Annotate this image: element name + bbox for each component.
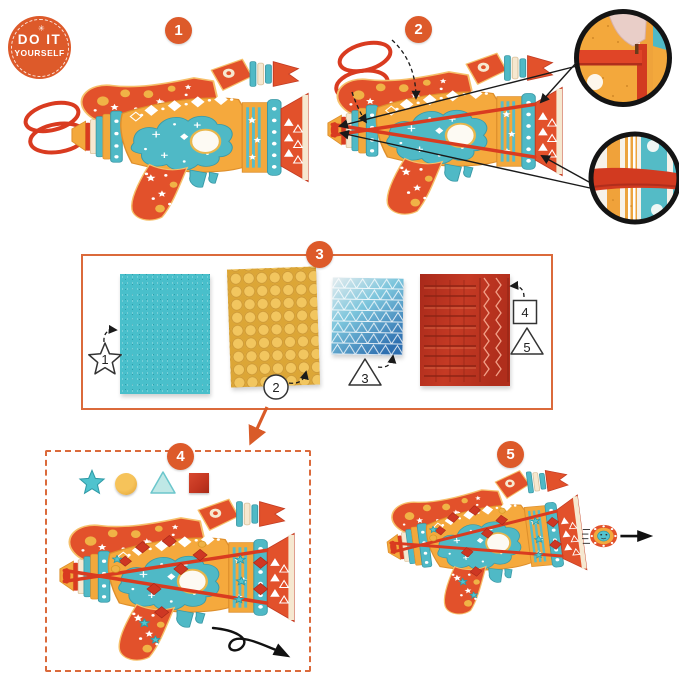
diy-logo: ✳ DO IT YOURSELF [8, 16, 71, 79]
key-square-marker: 4 [512, 299, 538, 325]
key-triangle-number: 3 [361, 371, 368, 386]
step-1-badge: 1 [165, 17, 192, 44]
detail-circle-band-notch [574, 9, 672, 107]
motion-lines [582, 529, 590, 544]
key-star-number: 1 [101, 352, 108, 367]
step-3-badge: 3 [306, 241, 333, 268]
raygun-step5-illustration [386, 466, 654, 618]
ammo-disc-icon [590, 524, 618, 548]
logo-text-line1: DO IT [17, 32, 62, 47]
red-foil-sheet [420, 274, 510, 386]
materials-box [81, 254, 553, 410]
square-sticker-icon [189, 473, 209, 493]
step-5-badge: 5 [497, 441, 524, 468]
key-circle-number: 2 [272, 380, 279, 395]
assembly-box [45, 450, 311, 672]
holographic-triangle-sheet [331, 277, 404, 356]
key-triangle-marker: 3 [348, 358, 382, 386]
key-circle-marker: 2 [263, 374, 289, 400]
key-triangle5-marker: 5 [510, 327, 544, 355]
gold-dot-sticker-sheet [226, 266, 321, 388]
step-4-badge: 4 [167, 443, 194, 470]
squiggle-arrow-icon [211, 626, 291, 658]
key-square-number: 4 [521, 305, 528, 320]
raygun-step1-illustration [70, 50, 312, 228]
key-triangle5-number: 5 [523, 340, 530, 355]
fire-direction-arrow-icon [620, 530, 654, 542]
logo-text-line2: YOURSELF [14, 48, 65, 58]
step3-to-step4-arrow [248, 406, 269, 446]
raygun-step2-illustration [326, 44, 566, 222]
sun-burst-icon: ✳ [38, 24, 45, 33]
teal-glitter-sheet [120, 274, 210, 394]
step-2-badge: 2 [405, 16, 432, 43]
detail-circle-band-muzzle [588, 131, 679, 225]
key-star-marker: 1 [88, 342, 122, 375]
circle-sticker-icon [115, 473, 137, 495]
triangle-sticker-icon [150, 471, 176, 494]
